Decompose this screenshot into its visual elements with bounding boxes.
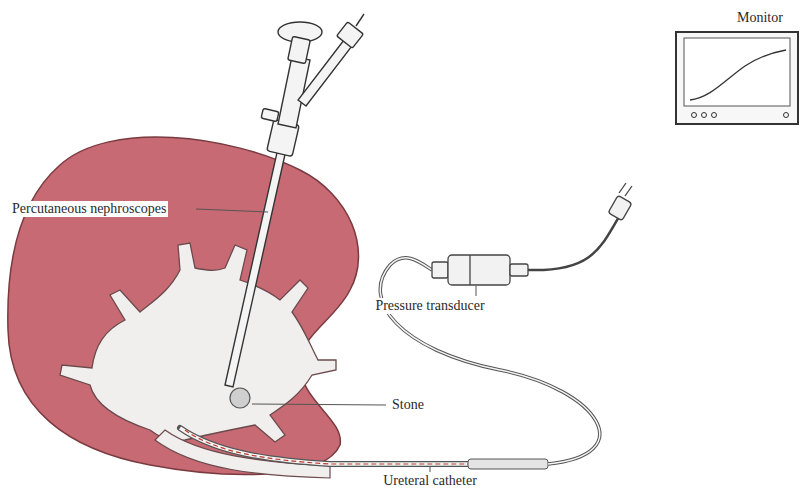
part-label: Pressure transducer	[373, 298, 486, 314]
part-label: Ureteral catheter	[381, 473, 479, 489]
leader-line	[196, 209, 476, 472]
part-label: Percutaneous nephroscopes	[10, 201, 168, 217]
part-label: Monitor	[735, 10, 785, 26]
part-label: Stone	[390, 397, 426, 413]
pressure-transducer	[432, 255, 528, 285]
renal-pelvis	[60, 243, 336, 442]
monitor-cable	[528, 215, 620, 270]
monitor	[676, 32, 798, 124]
pressure-tube	[380, 258, 599, 464]
stone	[230, 388, 250, 408]
kidney	[8, 137, 359, 474]
nephroscope	[225, 14, 364, 387]
